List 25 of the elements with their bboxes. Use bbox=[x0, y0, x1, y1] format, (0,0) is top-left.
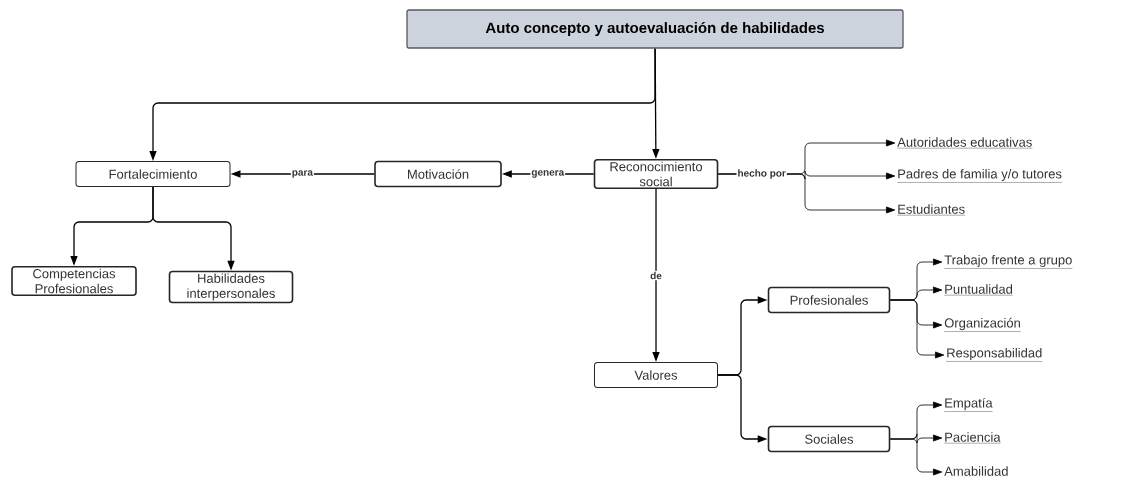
concept-box: Reconocimiento social bbox=[593, 158, 719, 190]
concept-box: Fortalecimiento bbox=[75, 161, 231, 187]
edge-label: de bbox=[649, 270, 663, 281]
underlined-text: Responsabilidad bbox=[946, 347, 1043, 362]
concept-box: Profesionales bbox=[767, 286, 891, 314]
underlined-text: Estudiantes bbox=[897, 204, 966, 216]
underlined-text: Padres de familia y/o tutores bbox=[897, 168, 1063, 183]
title-box: Auto concepto y autoevaluación de habilidades bbox=[406, 9, 904, 49]
edge-label: hecho por bbox=[736, 168, 787, 180]
arrow bbox=[889, 438, 943, 476]
underlined-text: Organización bbox=[944, 317, 1021, 332]
underlined-text: Paciencia bbox=[944, 432, 1001, 444]
concept-box: Competencias Profesionales bbox=[11, 265, 137, 297]
underlined-text: Trabajo frente a grupo bbox=[944, 254, 1073, 269]
edge-label: para bbox=[290, 169, 314, 179]
underlined-text: Empatía bbox=[944, 397, 993, 412]
arrow bbox=[889, 299, 945, 359]
underlined-text: Puntualidad bbox=[944, 284, 1014, 296]
concept-box: Motivación bbox=[374, 160, 502, 188]
edge-label: genera bbox=[530, 169, 566, 179]
underlined-text: Amabilidad bbox=[944, 466, 1009, 477]
concept-box: Sociales bbox=[767, 425, 891, 453]
underlined-text: Autoridades educativas bbox=[897, 137, 1033, 149]
concept-box: Valores bbox=[594, 362, 718, 388]
concept-box: Habilidades interpersonales bbox=[168, 270, 294, 304]
